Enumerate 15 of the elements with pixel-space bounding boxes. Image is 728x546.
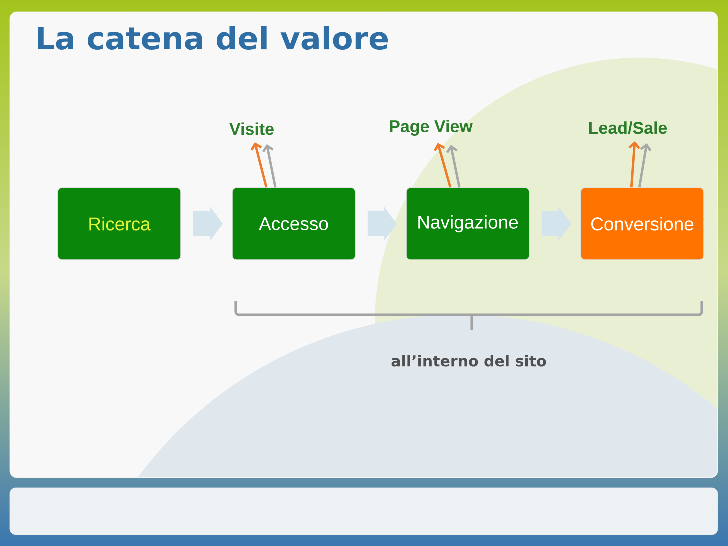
bracket-label: all’interno del sito	[392, 355, 546, 367]
title: La catena del valore	[38, 26, 388, 50]
arrow	[628, 142, 640, 188]
metric-label: Page View	[390, 120, 473, 136]
process-box: Navigazione	[406, 188, 530, 260]
process-box: Accesso	[232, 188, 356, 260]
metric-label: Lead/Sale	[589, 122, 668, 134]
metric-label: Visite	[230, 122, 274, 136]
process-box: Ricerca	[58, 188, 182, 260]
arrow	[262, 144, 277, 188]
arrow	[250, 142, 268, 188]
arrow	[446, 145, 461, 188]
arrow	[638, 144, 652, 188]
arrow	[434, 143, 452, 188]
process-box: Conversione	[580, 188, 704, 260]
